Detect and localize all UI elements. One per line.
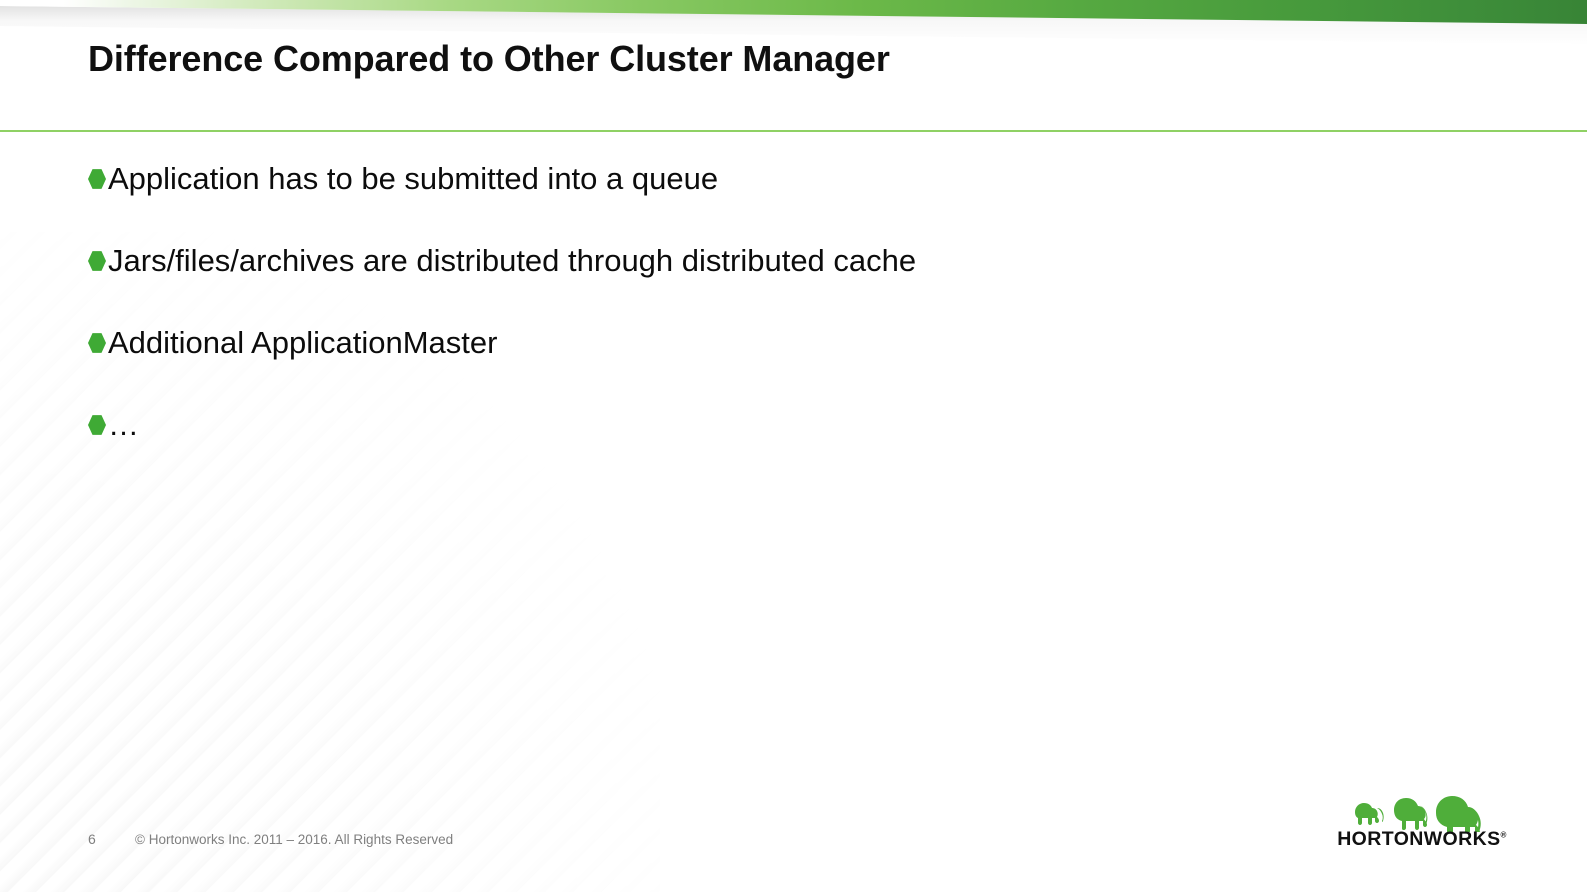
logo-wordmark-text: HORTONWORKS	[1337, 828, 1501, 850]
list-item-label: …	[108, 406, 139, 442]
list-item: Jars/files/archives are distributed thro…	[88, 237, 1388, 285]
list-item: Application has to be submitted into a q…	[88, 155, 1388, 203]
list-item: Additional ApplicationMaster	[88, 319, 1388, 367]
list-item: …	[88, 401, 1388, 449]
page-number: 6	[88, 831, 96, 847]
title-divider-rule	[0, 130, 1587, 132]
list-item-label: Jars/files/archives are distributed thro…	[108, 242, 917, 278]
green-hexagon-bullet-icon	[88, 169, 106, 189]
registered-trademark-icon: ®	[1500, 830, 1507, 840]
top-green-banner	[0, 0, 1587, 46]
page-title: Difference Compared to Other Cluster Man…	[88, 38, 890, 79]
copyright-notice: © Hortonworks Inc. 2011 – 2016. All Righ…	[135, 832, 454, 847]
list-item-label: Application has to be submitted into a q…	[108, 160, 719, 196]
logo-wordmark: HORTONWORKS®	[1337, 828, 1507, 851]
green-hexagon-bullet-icon	[88, 251, 106, 271]
hortonworks-logo: HORTONWORKS®	[1337, 786, 1507, 851]
green-hexagon-bullet-icon	[88, 415, 106, 435]
three-elephants-icon	[1355, 796, 1481, 832]
green-hexagon-bullet-icon	[88, 333, 106, 353]
list-item-label: Additional ApplicationMaster	[108, 324, 498, 360]
bullet-list: Application has to be submitted into a q…	[88, 155, 1388, 483]
